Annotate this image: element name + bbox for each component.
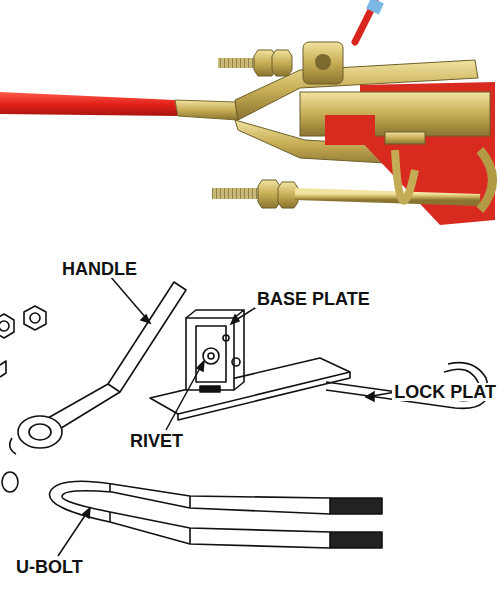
part-label: U-BOLT (14, 558, 85, 576)
part-label: HANDLE (60, 260, 139, 278)
photo (0, 0, 495, 225)
leader-lines (58, 276, 396, 556)
part-label: BASE PLATE (255, 290, 372, 308)
part-label: LOCK PLAT (392, 383, 498, 401)
part-label: RIVET (128, 432, 185, 450)
exploded-view (0, 282, 488, 548)
